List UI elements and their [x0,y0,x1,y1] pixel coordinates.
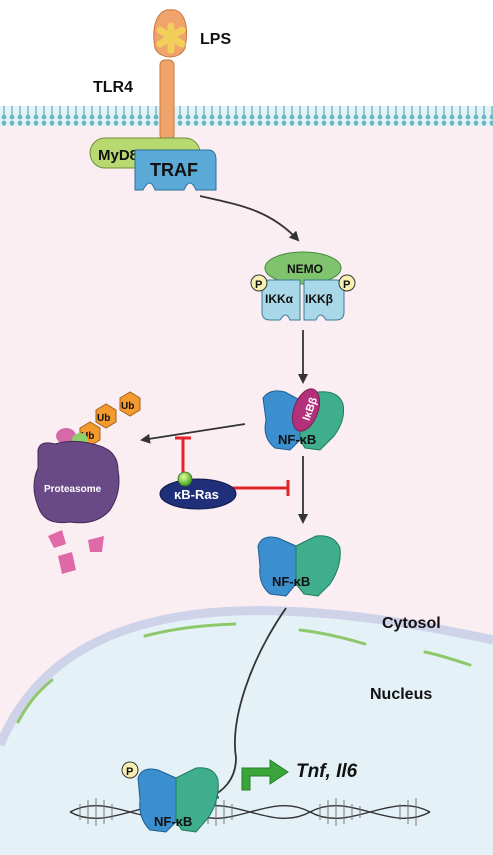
ub-label-3: Ub [81,431,94,442]
target-genes-label: Tnf, Il6 [296,761,358,782]
proteasome-label: Proteasome [44,484,102,495]
nuclear-pores [16,622,472,724]
arrow-nuclear-translocation [208,607,287,799]
bound-nfkb-label: NF-κB [154,814,192,829]
traf-protein: TRAF [134,149,217,191]
nuclear-envelope [0,606,493,747]
lps-molecule [156,22,186,54]
ikk-complex: NEMO IKKα IKKβ P P [250,251,356,321]
ub-label-1: Ub [121,401,134,412]
phospho-nfkb: P [126,766,133,778]
free-nfkb-label: NF-κB [272,574,310,589]
free-nfkb: NF-κB [257,535,341,597]
ikkb-label: IKKβ [305,292,333,306]
kbras-label: κB-Ras [174,487,219,502]
kbras-inhibitor: κB-Ras [159,436,290,510]
proteasome: Proteasome [33,428,120,524]
dna-bound-nfkb: P NF-κB [121,761,219,833]
myd88-label: MyD88 [98,147,146,164]
transcription-arrow [241,759,289,791]
plasma-membrane [0,106,493,126]
nucleus-region [0,610,493,855]
arrow-to-proteasome [140,423,246,444]
nucleus-label: Nucleus [370,686,432,703]
degraded-fragments [48,530,104,574]
arrow-traf-to-ikk [199,195,300,242]
nemo-label: NEMO [287,262,323,276]
ubiquitin-chain: Ub Ub Ub [79,391,141,447]
traf-label: TRAF [150,160,198,180]
lps-label: LPS [200,31,231,48]
phospho-ikka: P [255,279,262,291]
nfkb-ikb-complex: IκBβ NF-κB [262,388,345,451]
tlr4-label: TLR4 [93,79,133,96]
ikka-label: IKKα [265,292,294,306]
ub-label-2: Ub [97,413,110,424]
phospho-ikkb: P [343,279,350,291]
cytosol-label: Cytosol [382,615,441,632]
nfkb-complex-label: NF-κB [278,432,316,447]
